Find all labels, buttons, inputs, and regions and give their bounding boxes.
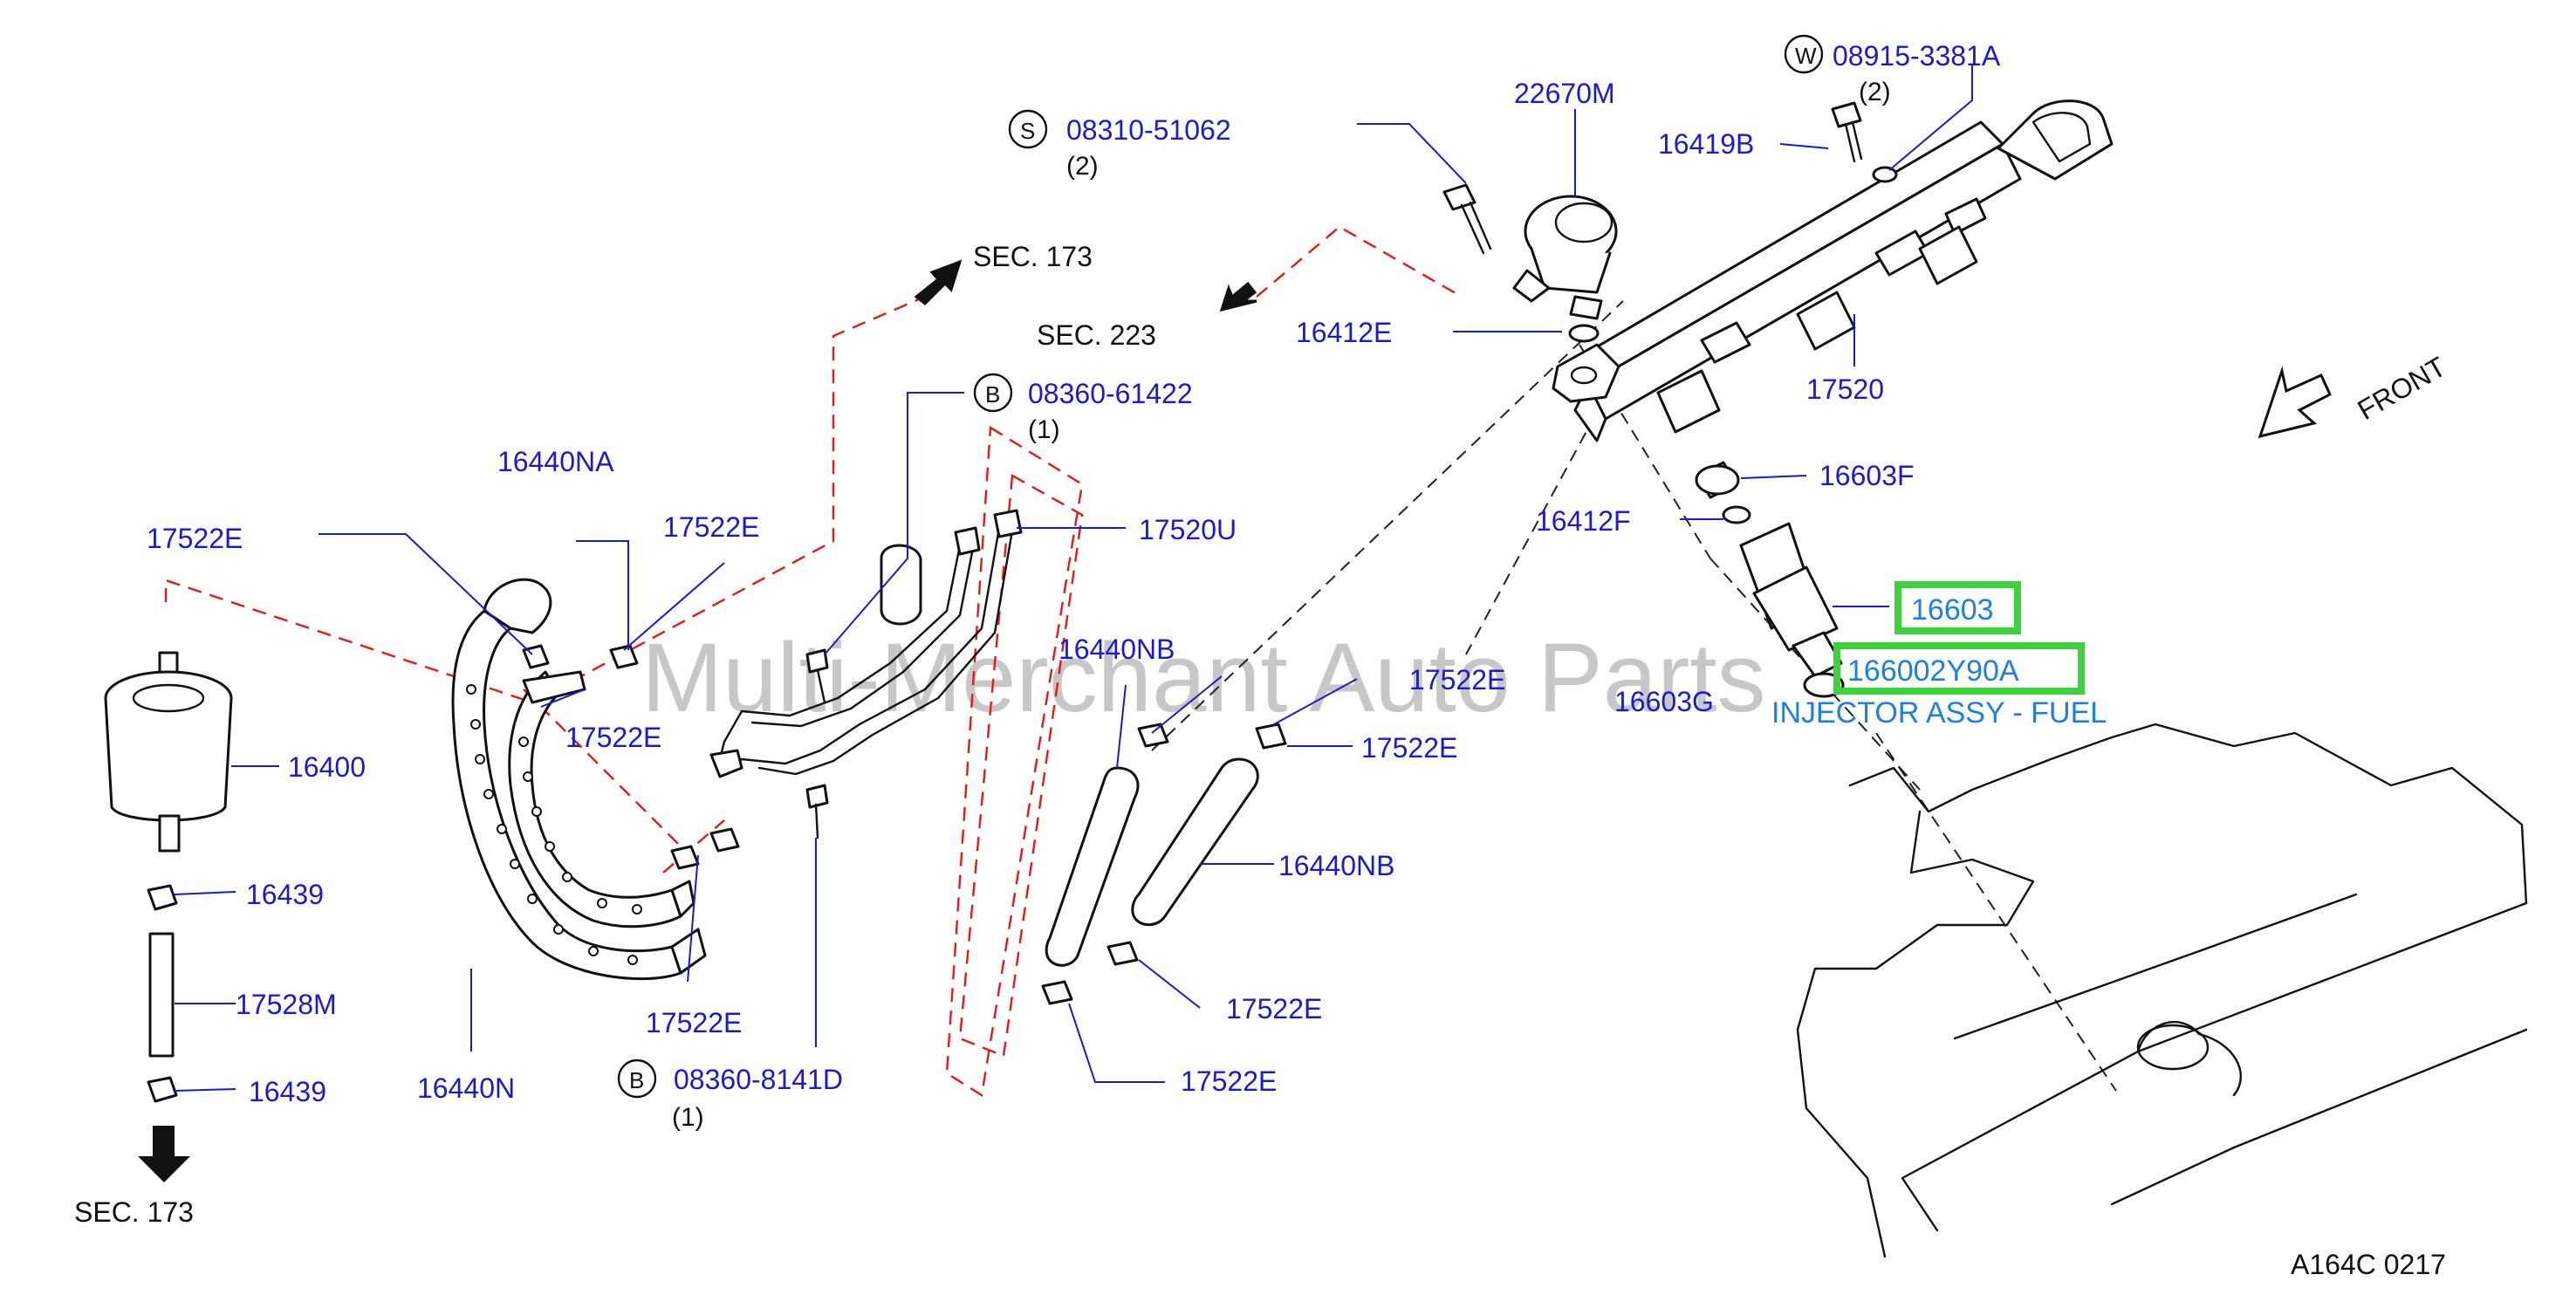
fuel-pipes-illustration	[709, 509, 1023, 778]
label-16603[interactable]: 16603	[1911, 593, 1994, 627]
bracket-bolts-illustration	[805, 648, 829, 839]
label-17522E-f[interactable]: 17522E	[1226, 993, 1322, 1024]
section-arrows	[138, 259, 2332, 1182]
injector-illustration	[1695, 461, 1845, 698]
diagram-code: A164C 0217	[2291, 1249, 2446, 1280]
pressure-regulator-illustration	[1512, 195, 1618, 320]
label-16603F[interactable]: 16603F	[1819, 460, 1915, 491]
label-17528M[interactable]: 17528M	[236, 989, 337, 1020]
label-16412E[interactable]: 16412E	[1296, 317, 1392, 348]
arrow-up-right-icon	[914, 259, 963, 306]
arrow-down-icon	[138, 1126, 190, 1182]
front-arrow-icon	[2257, 366, 2332, 439]
label-16440NB-b[interactable]: 16440NB	[1278, 850, 1394, 881]
label-16439-a[interactable]: 16439	[246, 879, 324, 910]
qty-08360-8141D: (1)	[672, 1103, 704, 1132]
label-front: FRONT	[2353, 351, 2451, 426]
b-circle-bottom	[617, 1059, 657, 1099]
b-circle-top	[973, 373, 1013, 413]
hoses-16440NB-illustration	[1045, 757, 1259, 967]
fuel-rail-illustration	[1552, 99, 2114, 442]
label-08310-51062[interactable]: 08310-51062	[1066, 114, 1231, 146]
label-17522E-g[interactable]: 17522E	[1181, 1065, 1277, 1097]
rail-fasteners	[1442, 101, 1898, 524]
label-sec-173-top[interactable]: SEC. 173	[973, 241, 1093, 272]
label-08360-8141D[interactable]: 08360-8141D	[674, 1064, 843, 1095]
label-sec-173-bottom[interactable]: SEC. 173	[74, 1196, 194, 1228]
label-08915-3381A[interactable]: 08915-3381A	[1833, 40, 2001, 72]
label-16400[interactable]: 16400	[288, 751, 366, 783]
label-17522E-e[interactable]: 17522E	[1361, 732, 1457, 764]
label-w-prefix: W	[1795, 43, 1817, 69]
arrow-down-left-icon	[1219, 281, 1257, 312]
label-16440NA[interactable]: 16440NA	[497, 446, 614, 477]
qty-08310-51062: (2)	[1066, 152, 1099, 181]
s-circle	[1008, 109, 1048, 149]
label-17522E-a[interactable]: 17522E	[147, 523, 243, 554]
qty-08915-3381A: (2)	[1859, 78, 1891, 106]
label-sec-223[interactable]: SEC. 223	[1037, 319, 1156, 351]
label-17520U[interactable]: 17520U	[1139, 514, 1237, 545]
section-outlines	[164, 225, 1463, 1097]
label-17522E-d[interactable]: 17522E	[1409, 664, 1505, 695]
label-16440N[interactable]: 16440N	[417, 1072, 515, 1104]
label-16419B[interactable]: 16419B	[1658, 128, 1754, 160]
label-17522E-c[interactable]: 17522E	[565, 722, 661, 753]
labels: 22670M W 08915-3381A (2) S 08310-51062 (…	[74, 40, 2451, 1280]
highlight-16603	[1894, 581, 2021, 634]
label-166002Y90A[interactable]: 166002Y90A	[1847, 654, 2019, 688]
label-17520[interactable]: 17520	[1806, 373, 1884, 405]
hoses-16440N-illustration	[451, 578, 707, 981]
engine-outline	[1796, 723, 2528, 1258]
label-16440NB-a[interactable]: 16440NB	[1058, 634, 1175, 665]
fuel-filter-illustration	[104, 651, 233, 1058]
label-s-prefix: S	[1020, 118, 1035, 144]
label-b-prefix-bottom: B	[629, 1067, 644, 1093]
highlight-166002Y90A	[1833, 642, 2085, 695]
label-b-prefix-top: B	[985, 381, 1000, 408]
qty-08360-61422: (1)	[1028, 415, 1060, 444]
label-08360-61422[interactable]: 08360-61422	[1028, 378, 1193, 409]
label-16412F[interactable]: 16412F	[1536, 505, 1631, 537]
label-22670M[interactable]: 22670M	[1514, 78, 1615, 109]
label-17522E-h[interactable]: 17522E	[646, 1007, 742, 1038]
label-injector-description: INJECTOR ASSY - FUEL	[1771, 696, 2107, 730]
label-16439-b[interactable]: 16439	[249, 1076, 326, 1107]
leader-lines	[174, 65, 1973, 1092]
label-17522E-b[interactable]: 17522E	[663, 511, 759, 543]
label-16603G[interactable]: 16603G	[1614, 686, 1714, 717]
w-circle	[1784, 34, 1824, 74]
watermark: Multi-Merchant Auto Parts	[641, 623, 1766, 732]
